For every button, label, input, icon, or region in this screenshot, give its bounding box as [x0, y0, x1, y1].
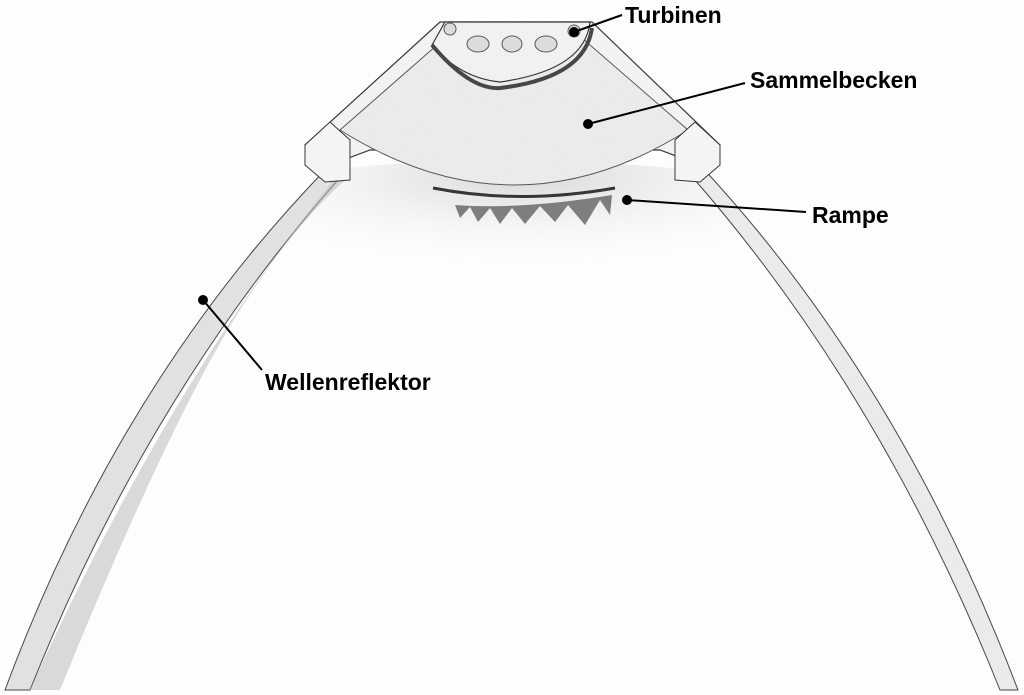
leader-lines: [202, 14, 807, 371]
leader-dots: [198, 27, 632, 305]
label-sammelbecken: Sammelbecken: [750, 67, 918, 93]
label-wellenreflektor: Wellenreflektor: [265, 369, 431, 395]
label-rampe: Rampe: [812, 202, 889, 228]
label-turbinen: Turbinen: [625, 2, 722, 28]
